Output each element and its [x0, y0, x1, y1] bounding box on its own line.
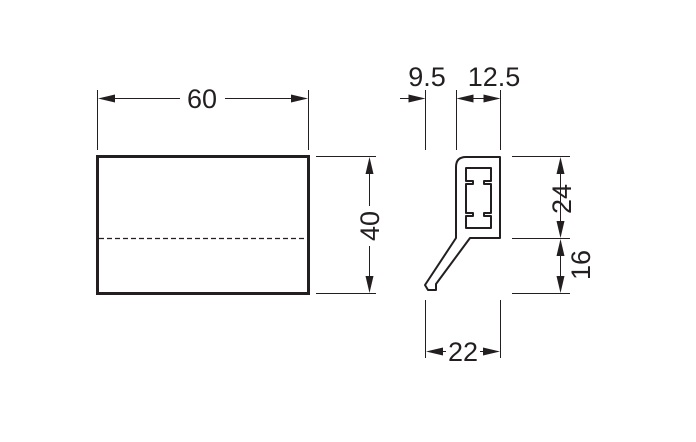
bottom-width-label: 22: [448, 337, 478, 367]
height-dimension: 40: [316, 156, 385, 294]
side-view: 9.5 12.5 24 16 22: [400, 62, 596, 367]
height-arrow-top: [365, 157, 374, 174]
side-profile-outline: [424, 156, 501, 291]
width-dimension: 60: [97, 84, 309, 150]
width-arrow-left: [98, 94, 115, 103]
bottom-arrow-right: [483, 347, 500, 356]
upper-height-arrow-top: [556, 157, 565, 174]
width-label: 60: [187, 84, 217, 114]
front-view: 60 40: [96, 84, 385, 295]
height-arrow-bottom: [365, 276, 374, 293]
lower-height-label: 16: [566, 250, 596, 280]
top-right-label: 12.5: [468, 62, 521, 92]
top-dimensions: 9.5 12.5: [400, 62, 520, 150]
height-label: 40: [355, 211, 385, 241]
right-dimensions: 24 16: [512, 156, 596, 294]
lower-height-arrow-bottom: [556, 276, 565, 293]
width-arrow-right: [291, 94, 308, 103]
top-left-label: 9.5: [408, 62, 446, 92]
upper-height-label: 24: [547, 184, 577, 214]
bottom-dimension: 22: [425, 300, 501, 367]
top-arrow-middle: [456, 94, 474, 103]
top-arrow-left: [408, 94, 426, 103]
bottom-arrow-left: [426, 347, 443, 356]
lower-height-arrow-top: [556, 239, 565, 256]
top-arrow-right: [483, 94, 501, 103]
upper-height-arrow-bottom: [556, 221, 565, 238]
side-profile-inner-channel: [465, 167, 492, 229]
front-view-outline: [96, 155, 310, 295]
